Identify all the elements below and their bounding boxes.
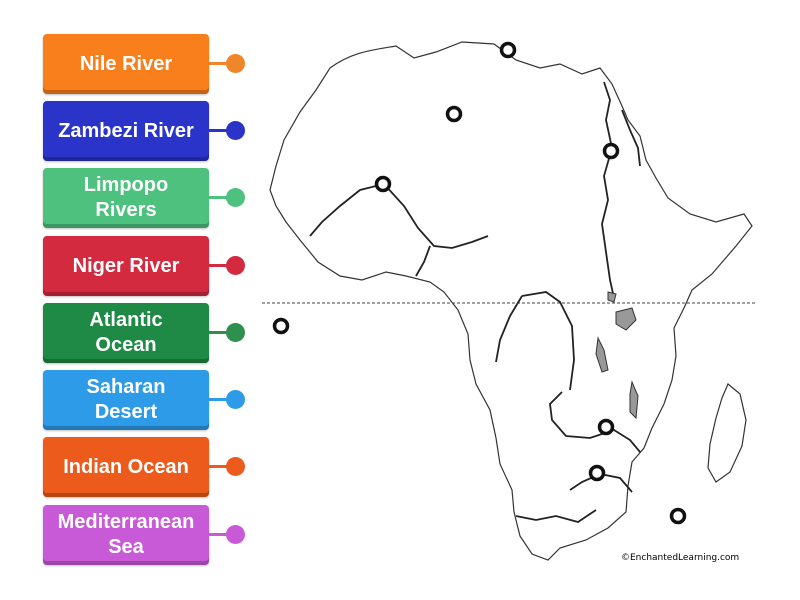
drop-target-1[interactable] <box>499 41 517 59</box>
drop-target-8[interactable] <box>669 507 687 525</box>
label-text: Mediterranean Sea <box>57 511 195 558</box>
rivers <box>309 81 641 523</box>
connector-line <box>209 331 235 334</box>
label-text: Indian Ocean <box>63 455 189 478</box>
pin-dot-mediterranean[interactable] <box>226 525 245 544</box>
pin-dot-limpopo[interactable] <box>226 188 245 207</box>
label-text: Atlantic Ocean <box>89 309 163 356</box>
copyright-credit: ©EnchantedLearning.com <box>621 553 740 563</box>
label-text: Saharan Desert <box>86 376 166 423</box>
drop-target-2[interactable] <box>445 105 463 123</box>
connector-line <box>209 62 235 65</box>
pin-dot-sahara[interactable] <box>226 390 245 409</box>
connector-line <box>209 196 235 199</box>
drop-target-5[interactable] <box>272 317 290 335</box>
pin-dot-niger[interactable] <box>226 256 245 275</box>
drop-target-4[interactable] <box>374 175 392 193</box>
connector-line <box>209 465 235 468</box>
connector-line <box>209 129 235 132</box>
label-atlantic-ocean[interactable]: Atlantic Ocean <box>43 303 209 363</box>
label-mediterranean-sea[interactable]: Mediterranean Sea <box>43 505 209 565</box>
madagascar <box>707 383 747 483</box>
lakes <box>595 291 639 420</box>
label-nile-river[interactable]: Nile River <box>43 34 209 94</box>
label-text: Limpopo Rivers <box>83 174 169 221</box>
label-limpopo-rivers[interactable]: Limpopo Rivers <box>43 168 209 228</box>
pin-dot-indian[interactable] <box>226 457 245 476</box>
connector-line <box>209 398 235 401</box>
pin-dot-zambezi[interactable] <box>226 121 245 140</box>
connector-line <box>209 533 235 536</box>
label-zambezi-river[interactable]: Zambezi River <box>43 101 209 161</box>
label-indian-ocean[interactable]: Indian Ocean <box>43 437 209 497</box>
label-text: Niger River <box>72 254 180 277</box>
drop-target-6[interactable] <box>597 418 615 436</box>
label-saharan-desert[interactable]: Saharan Desert <box>43 370 209 430</box>
drop-target-3[interactable] <box>602 142 620 160</box>
label-text: Nile River <box>79 52 173 75</box>
africa-outline <box>269 41 753 561</box>
connector-line <box>209 264 235 267</box>
label-text: Zambezi River <box>58 119 194 142</box>
drop-target-7[interactable] <box>588 464 606 482</box>
label-niger-river[interactable]: Niger River <box>43 236 209 296</box>
pin-dot-nile[interactable] <box>226 54 245 73</box>
pin-dot-atlantic[interactable] <box>226 323 245 342</box>
